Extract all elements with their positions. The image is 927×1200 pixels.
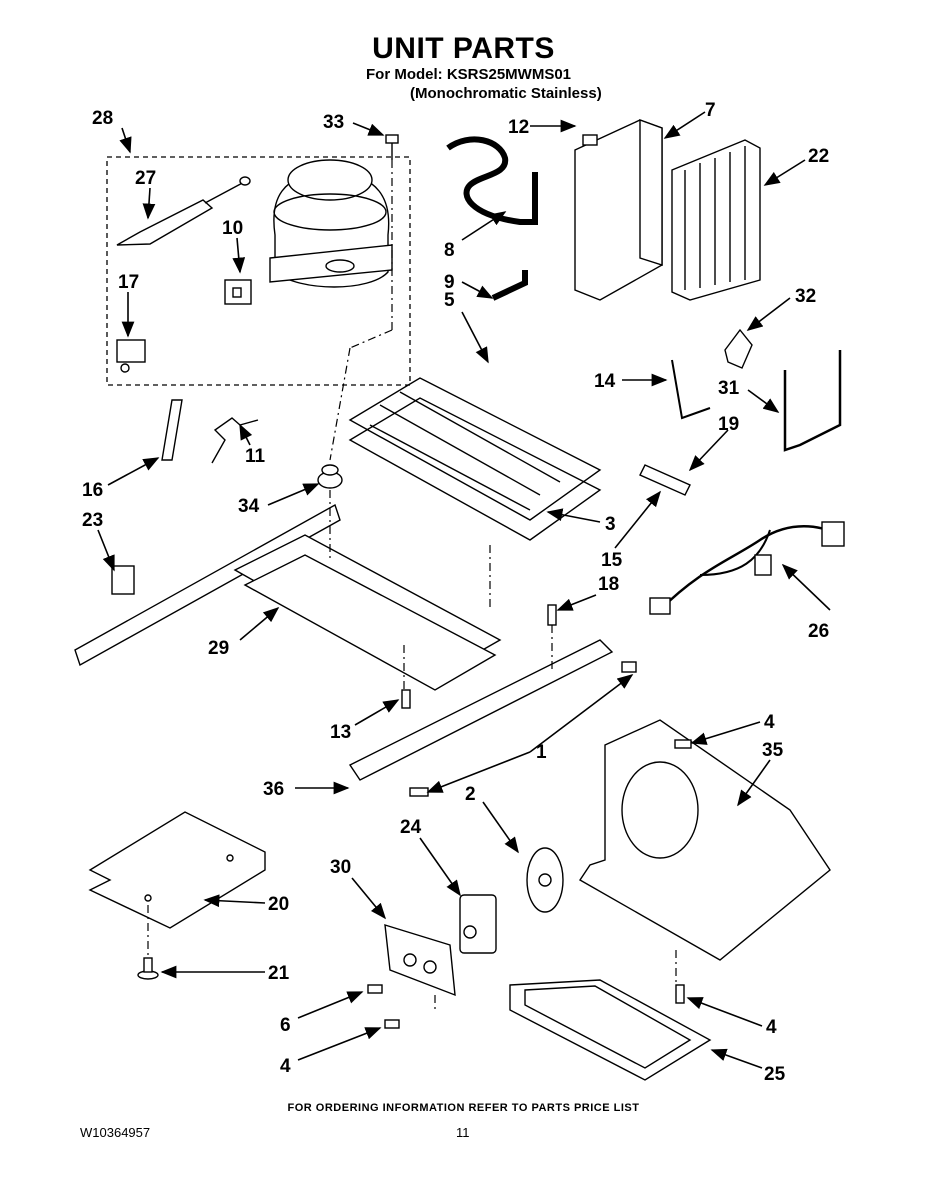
callout-27: 27 bbox=[135, 168, 156, 189]
callout-16: 16 bbox=[82, 480, 103, 501]
frame-rail-part bbox=[74, 503, 502, 691]
callout-26: 26 bbox=[808, 621, 829, 642]
cross-brace-part bbox=[348, 639, 614, 781]
model-subtitle: For Model: KSRS25MWMS01 (Monochromatic S… bbox=[366, 65, 602, 103]
fan-motor-part bbox=[459, 894, 497, 954]
fan-shroud-part bbox=[579, 719, 831, 961]
callout-25: 25 bbox=[764, 1064, 786, 1085]
evaporator-cover-part bbox=[574, 119, 663, 301]
document-id: W10364957 bbox=[80, 1125, 151, 1140]
callout-2: 2 bbox=[465, 784, 476, 805]
callout-18: 18 bbox=[598, 574, 619, 595]
callout-17: 17 bbox=[118, 272, 139, 293]
callout-12: 12 bbox=[508, 117, 529, 138]
callout-23: 23 bbox=[82, 510, 103, 531]
callout-11: 11 bbox=[245, 446, 266, 467]
relay-part bbox=[224, 279, 252, 305]
callout-14: 14 bbox=[594, 371, 616, 392]
ordering-note: FOR ORDERING INFORMATION REFER TO PARTS … bbox=[287, 1102, 640, 1114]
bolt-part-33 bbox=[385, 134, 399, 160]
page-title: UNIT PARTS bbox=[372, 32, 555, 65]
callout-15: 15 bbox=[601, 550, 623, 571]
callout-6: 6 bbox=[280, 1015, 291, 1036]
leader-lines bbox=[97, 111, 831, 1069]
condenser-part bbox=[671, 139, 761, 301]
callout-4-bottom-right: 4 bbox=[766, 1017, 777, 1038]
callout-36: 36 bbox=[263, 779, 284, 800]
callout-labels: 28 33 12 7 22 27 10 17 8 9 5 32 14 31 19… bbox=[82, 100, 829, 1085]
callout-35: 35 bbox=[762, 740, 784, 761]
callout-10: 10 bbox=[222, 218, 243, 239]
callout-8: 8 bbox=[444, 240, 455, 261]
grommet-part bbox=[317, 464, 343, 489]
callout-33: 33 bbox=[323, 112, 344, 133]
callout-19: 19 bbox=[718, 414, 739, 435]
screws bbox=[137, 604, 692, 1029]
callout-31: 31 bbox=[718, 378, 740, 399]
callout-29: 29 bbox=[208, 638, 229, 659]
drier-part bbox=[116, 176, 251, 246]
callout-24: 24 bbox=[400, 817, 422, 838]
callout-32: 32 bbox=[795, 286, 816, 307]
capacitor-part bbox=[116, 339, 146, 373]
evaporator-coil-part bbox=[348, 377, 602, 541]
variant-line: (Monochromatic Stainless) bbox=[410, 85, 602, 102]
callout-5: 5 bbox=[444, 290, 455, 311]
callout-20: 20 bbox=[268, 894, 289, 915]
motor-bracket-part bbox=[384, 924, 456, 997]
callout-28: 28 bbox=[92, 108, 113, 129]
compressor-kit-box bbox=[106, 156, 411, 386]
model-line: For Model: KSRS25MWMS01 bbox=[366, 66, 572, 83]
cover-plate-part bbox=[88, 811, 266, 929]
callout-22: 22 bbox=[808, 146, 829, 167]
callout-7: 7 bbox=[705, 100, 716, 121]
callout-4-top: 4 bbox=[764, 712, 775, 733]
fan-blade-part bbox=[526, 847, 564, 913]
compressor-part bbox=[269, 159, 393, 288]
callout-9: 9 bbox=[444, 272, 455, 293]
callout-13: 13 bbox=[330, 722, 351, 743]
callout-1: 1 bbox=[536, 742, 547, 763]
page-number: 11 bbox=[456, 1125, 470, 1140]
callout-21: 21 bbox=[268, 963, 290, 984]
callout-4-bottom-left: 4 bbox=[280, 1056, 291, 1077]
callout-34: 34 bbox=[238, 496, 260, 517]
tube-part bbox=[446, 136, 538, 301]
callout-3: 3 bbox=[605, 514, 616, 535]
drain-pan-part bbox=[509, 979, 712, 1081]
callout-30: 30 bbox=[330, 857, 351, 878]
